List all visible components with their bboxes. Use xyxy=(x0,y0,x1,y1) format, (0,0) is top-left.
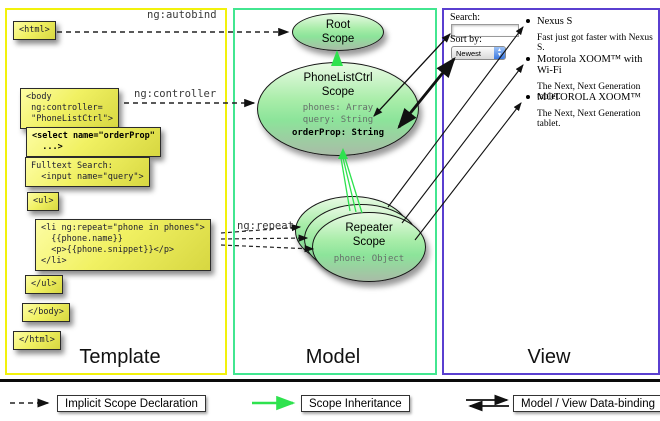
template-column-label: Template xyxy=(79,346,161,368)
phonelist-prop-orderprop: orderProp: String xyxy=(291,127,385,138)
phone-snippet: The Next, Next Generation tablet. xyxy=(537,82,641,102)
bullet-icon xyxy=(526,57,530,61)
phone-list-item: MOTOROLA XOOM™ The Next, Next Generation… xyxy=(526,92,660,129)
legend-divider xyxy=(0,379,660,382)
body-controller-box: <body ng:controller= "PhoneListCtrl"> xyxy=(20,88,119,129)
legend-implicit-scope-box: Implicit Scope Declaration xyxy=(57,395,206,412)
root-scope-title: Root Scope xyxy=(321,19,355,45)
sort-select-value: Newest xyxy=(456,48,482,58)
phone-snippet: The Next, Next Generation tablet. xyxy=(537,109,641,129)
view-column-label: View xyxy=(527,346,571,368)
legend-scope-inheritance-box: Scope Inheritance xyxy=(301,395,410,412)
html-close-tag-box: </html> xyxy=(13,331,61,350)
ng-controller-label: ng:controller xyxy=(134,88,217,100)
phonelistctrl-scope-title: PhoneListCtrl Scope xyxy=(303,72,373,98)
bullet-icon xyxy=(526,19,530,23)
phone-list-item: Nexus S Fast just got faster with Nexus … xyxy=(526,16,660,53)
body-close-tag-box: </body> xyxy=(22,303,70,322)
repeater-scope-ellipse-front: Repeater Scope phone: Object xyxy=(312,212,426,282)
legend-databinding-arrows xyxy=(466,394,509,412)
repeater-scope-title: Repeater Scope xyxy=(345,222,393,248)
ng-repeat-label: ng:repeat xyxy=(237,220,294,232)
fulltext-search-box: Fulltext Search: <input name="query"> xyxy=(25,157,150,187)
phonelistctrl-scope-ellipse: PhoneListCtrl Scope phones: Array query:… xyxy=(257,62,419,156)
model-column-label: Model xyxy=(305,346,361,368)
phone-list-item: Motorola XOOM™ with Wi-Fi The Next, Next… xyxy=(526,54,660,102)
repeater-prop-phone: phone: Object xyxy=(333,253,405,264)
li-ngrepeat-box: <li ng:repeat="phone in phones"> {{phone… xyxy=(35,219,211,271)
phonelist-prop-query: query: String xyxy=(302,115,374,126)
phone-snippet: Fast just got faster with Nexus S. xyxy=(537,33,653,53)
search-label: Search: xyxy=(450,12,480,23)
sort-by-label: Sort by: xyxy=(450,34,482,45)
legend-databinding-box: Model / View Data-binding xyxy=(513,395,660,412)
root-scope-ellipse: Root Scope xyxy=(292,13,384,51)
select-orderprop-box: <select name="orderProp" ...> xyxy=(26,127,161,157)
ul-open-tag-box: <ul> xyxy=(27,192,60,211)
phonelist-prop-phones: phones: Array xyxy=(302,102,374,113)
ul-close-tag-box: </ul> xyxy=(25,275,63,294)
ng-autobind-label: ng:autobind xyxy=(147,9,217,21)
sort-select[interactable]: Newest ▲▼ xyxy=(451,46,506,60)
select-stepper-icon: ▲▼ xyxy=(494,47,505,59)
phone-name: MOTOROLA XOOM™ xyxy=(537,92,641,103)
bullet-icon xyxy=(526,95,530,99)
html-open-tag-box: <html> xyxy=(13,21,56,40)
phone-name: Motorola XOOM™ with Wi-Fi xyxy=(537,54,643,76)
phone-name: Nexus S xyxy=(537,16,573,27)
